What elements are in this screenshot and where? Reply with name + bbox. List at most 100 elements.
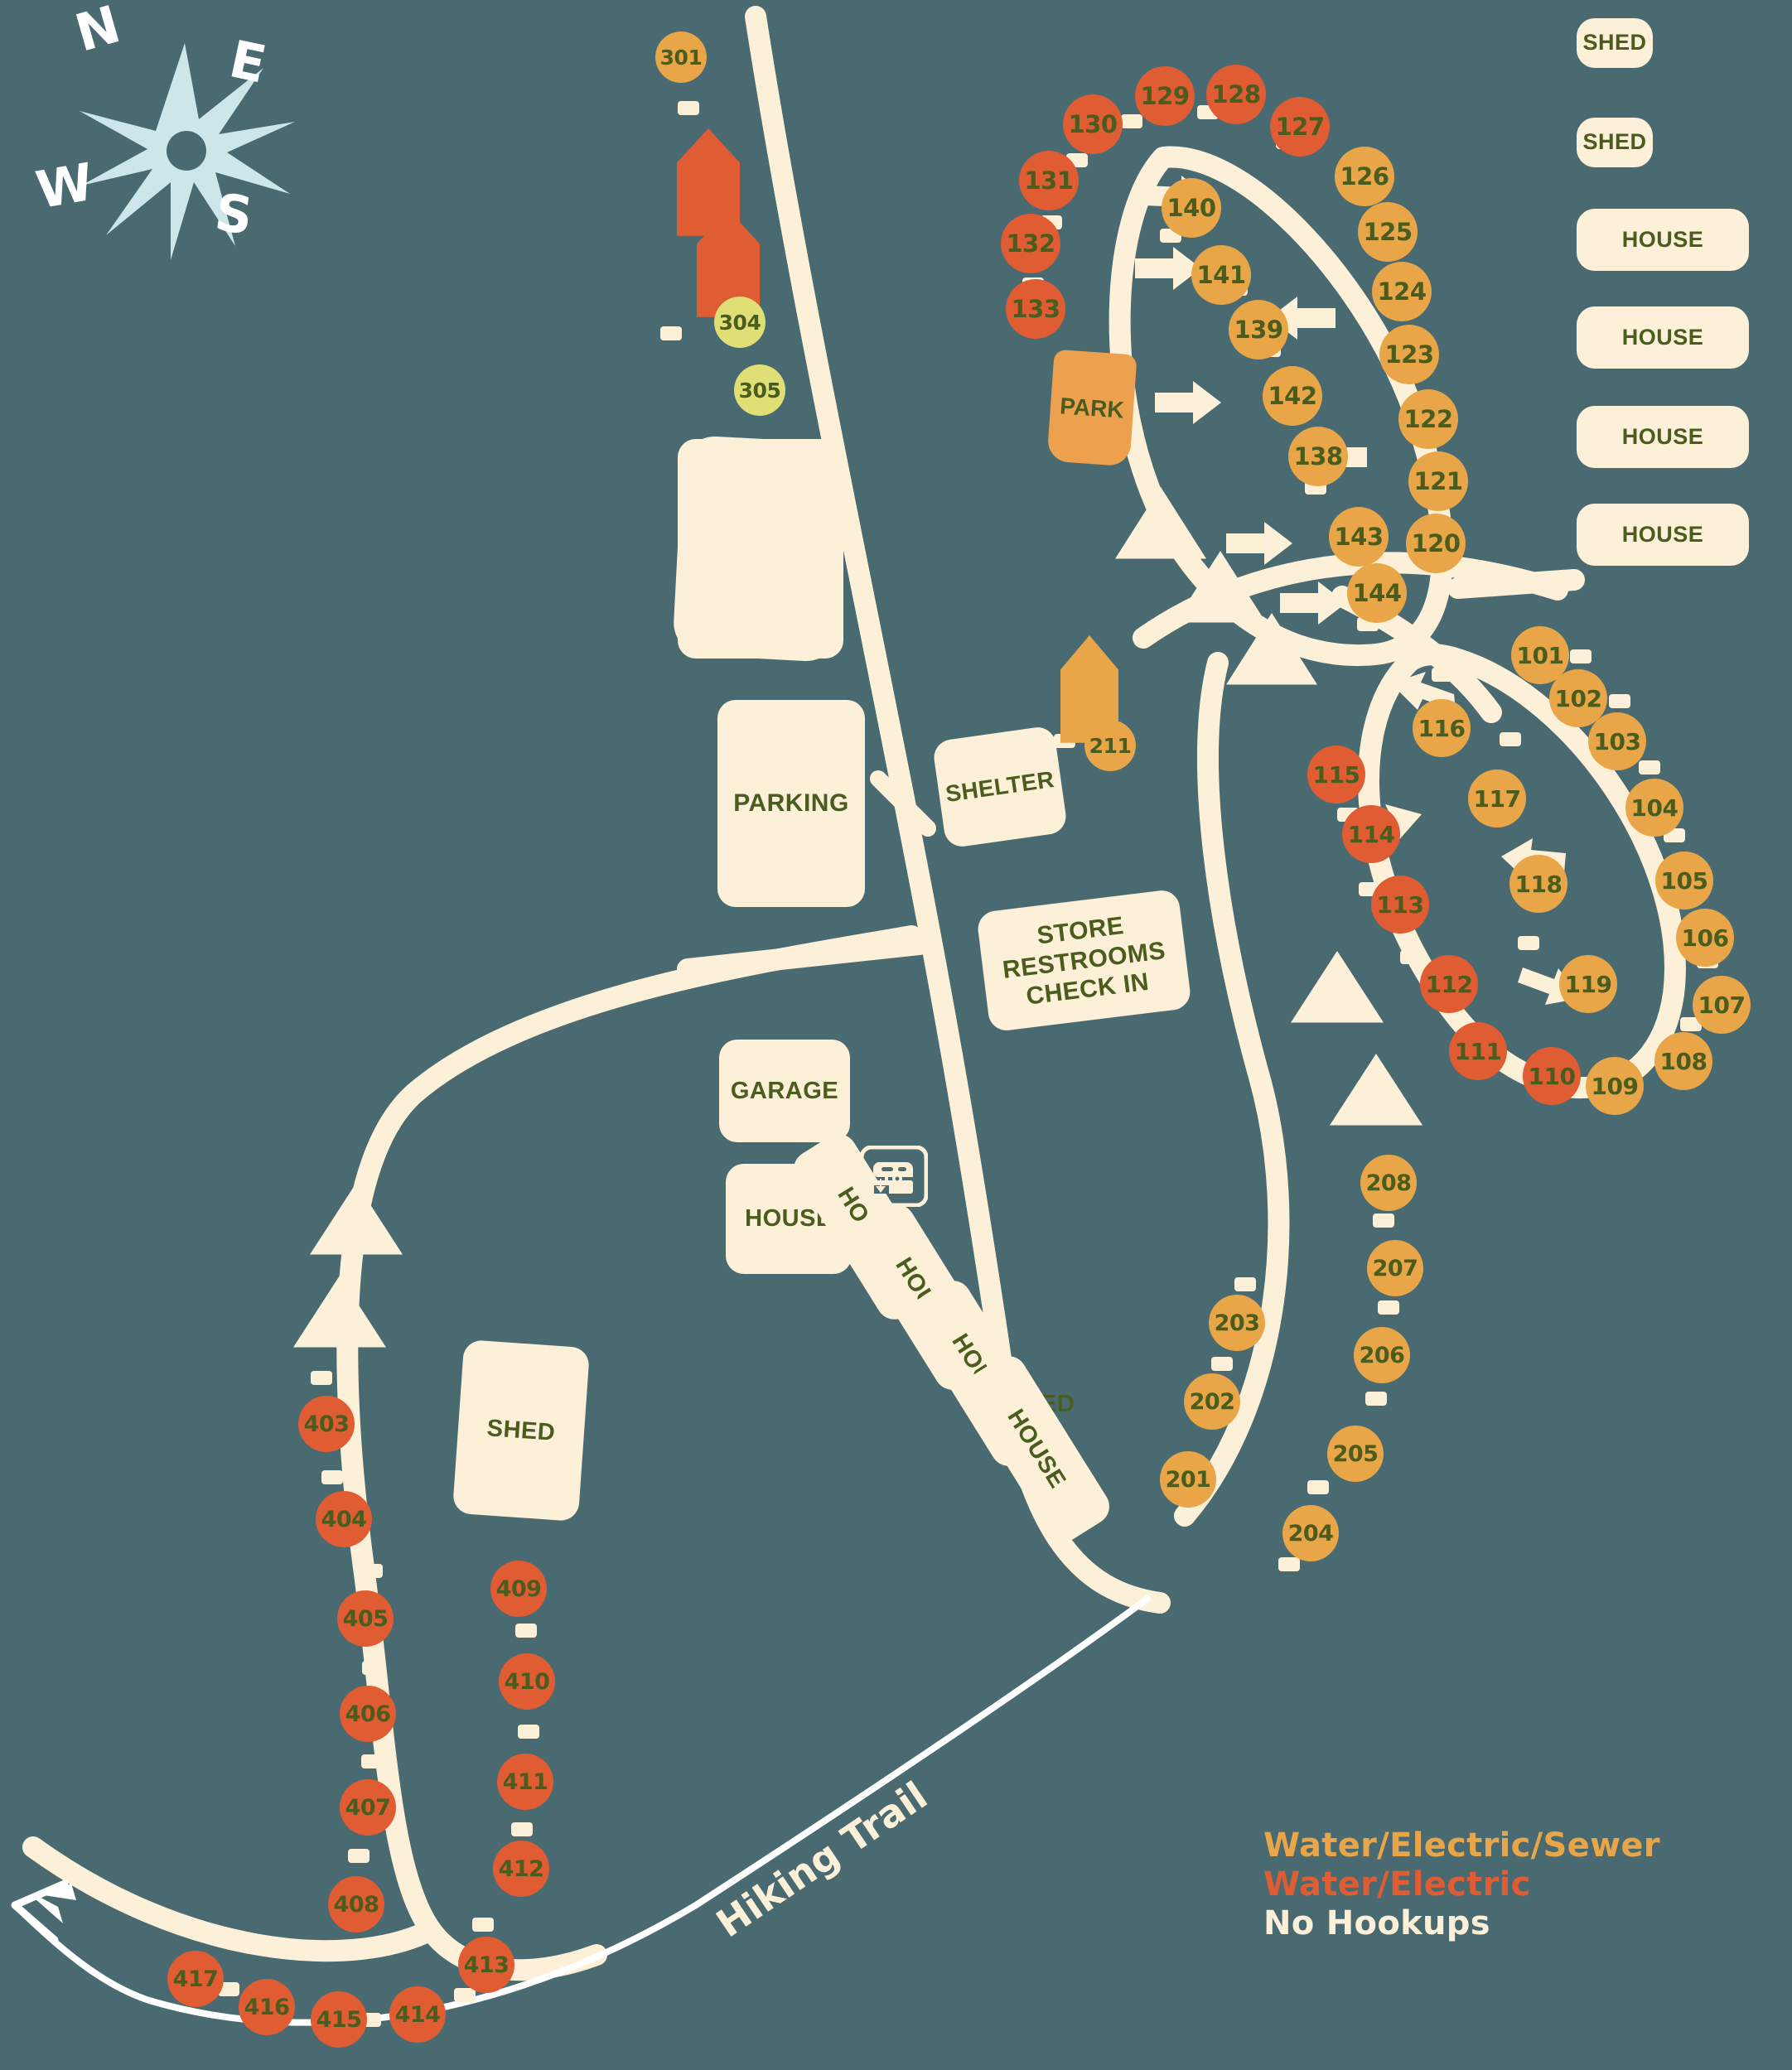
campsite-label: 130 [1068,110,1118,138]
campsite-104[interactable]: 104 [1625,779,1683,837]
campsite-113[interactable]: 113 [1371,876,1429,934]
compass-rose: N E W S [31,0,365,265]
campsite-202[interactable]: 202 [1184,1373,1240,1430]
campsite-116[interactable]: 116 [1413,699,1471,757]
campsite-106[interactable]: 106 [1676,909,1734,967]
campsite-208[interactable]: 208 [1360,1155,1417,1211]
campsite-203[interactable]: 203 [1209,1295,1265,1351]
campsite-109[interactable]: 109 [1586,1057,1644,1115]
campsite-141[interactable]: 141 [1191,245,1251,305]
site-pad [1432,668,1453,682]
campsite-label: 201 [1165,1466,1211,1493]
campsite-408[interactable]: 408 [328,1876,384,1932]
site-pad [1378,1300,1399,1315]
campsite-413[interactable]: 413 [458,1937,514,1993]
campsite-133[interactable]: 133 [1006,279,1065,339]
campsite-403[interactable]: 403 [298,1396,355,1452]
campsite-417[interactable]: 417 [167,1951,224,2007]
campsite-407[interactable]: 407 [340,1779,396,1836]
campsite-416[interactable]: 416 [239,1979,295,2035]
site-pad [454,1988,476,2002]
campsite-105[interactable]: 105 [1655,852,1713,910]
campsite-label: 116 [1418,714,1466,742]
campsite-114[interactable]: 114 [1342,805,1400,863]
campsite-301[interactable]: 301 [655,31,707,83]
parking[interactable]: PARKING [717,700,865,907]
campsite-415[interactable]: 415 [311,1991,367,2048]
house-right-3[interactable]: HOUSE [1577,406,1749,468]
shed-right-1[interactable]: SHED [1577,18,1653,68]
campsite-128[interactable]: 128 [1206,65,1266,124]
campsite-117[interactable]: 117 [1468,770,1526,828]
campsite-122[interactable]: 122 [1398,389,1458,449]
house-right-2[interactable]: HOUSE [1577,306,1749,369]
campsite-206[interactable]: 206 [1354,1327,1410,1383]
site-pad [660,326,682,340]
site-pad [518,1725,539,1739]
campsite-144[interactable]: 144 [1347,563,1407,623]
house-right-1[interactable]: HOUSE [1577,209,1749,271]
campsite-201[interactable]: 201 [1160,1451,1216,1508]
campsite-label: 202 [1189,1388,1235,1415]
rv-dump-station-icon[interactable] [859,1145,929,1208]
campsite-108[interactable]: 108 [1654,1032,1712,1090]
campsite-207[interactable]: 207 [1367,1240,1423,1296]
campsite-140[interactable]: 140 [1162,178,1221,238]
campsite-138[interactable]: 138 [1288,427,1348,486]
campsite-103[interactable]: 103 [1588,712,1646,770]
campsite-label: 125 [1363,218,1413,246]
campsite-107[interactable]: 107 [1693,976,1751,1034]
campsite-101[interactable]: 101 [1511,626,1569,684]
campsite-143[interactable]: 143 [1329,507,1389,567]
campsite-120[interactable]: 120 [1406,514,1466,573]
campsite-102[interactable]: 102 [1549,669,1607,727]
campsite-305[interactable]: 305 [734,364,785,416]
campsite-111[interactable]: 111 [1449,1022,1507,1080]
campsite-129[interactable]: 129 [1135,66,1195,126]
campsite-411[interactable]: 411 [497,1754,553,1810]
campsite-label: 133 [1011,295,1060,323]
campsite-118[interactable]: 118 [1509,855,1567,913]
campsite-211[interactable]: 211 [1084,720,1136,771]
campsite-131[interactable]: 131 [1019,151,1079,210]
campsite-124[interactable]: 124 [1372,262,1432,321]
campsite-204[interactable]: 204 [1282,1505,1339,1561]
campsite-132[interactable]: 132 [1001,214,1060,273]
campsite-126[interactable]: 126 [1335,147,1394,206]
campsite-127[interactable]: 127 [1270,97,1330,157]
campsite-110[interactable]: 110 [1523,1047,1581,1105]
campsite-139[interactable]: 139 [1229,300,1288,359]
campsite-125[interactable]: 125 [1358,202,1418,262]
campsite-406[interactable]: 406 [340,1686,396,1742]
campsite-label: 405 [342,1605,389,1632]
campsite-119[interactable]: 119 [1559,955,1617,1013]
house-right-4[interactable]: HOUSE [1577,504,1749,566]
building-label: SHED [1582,129,1647,155]
campsite-115[interactable]: 115 [1307,745,1365,803]
campsite-label: 115 [1312,760,1360,789]
site-pad [678,101,699,115]
campsite-304[interactable]: 304 [714,297,766,348]
building-label: HOUSE [1621,226,1704,252]
campsite-123[interactable]: 123 [1379,325,1439,384]
pool-deck[interactable] [678,439,843,659]
campsite-414[interactable]: 414 [389,1986,446,2043]
campsite-label: 408 [333,1891,379,1918]
campsite-404[interactable]: 404 [316,1491,372,1547]
campsite-112[interactable]: 112 [1420,955,1478,1013]
campsite-412[interactable]: 412 [493,1841,549,1897]
campsite-410[interactable]: 410 [499,1653,555,1710]
campsite-130[interactable]: 130 [1063,94,1123,154]
campsite-405[interactable]: 405 [337,1590,394,1647]
garage[interactable]: GARAGE [719,1040,850,1142]
campsite-121[interactable]: 121 [1408,451,1468,511]
campsite-205[interactable]: 205 [1327,1426,1384,1482]
campsite-409[interactable]: 409 [490,1561,547,1617]
shed-right-2[interactable]: SHED [1577,118,1653,167]
campsite-142[interactable]: 142 [1263,366,1322,426]
campsite-label: 104 [1630,794,1678,822]
